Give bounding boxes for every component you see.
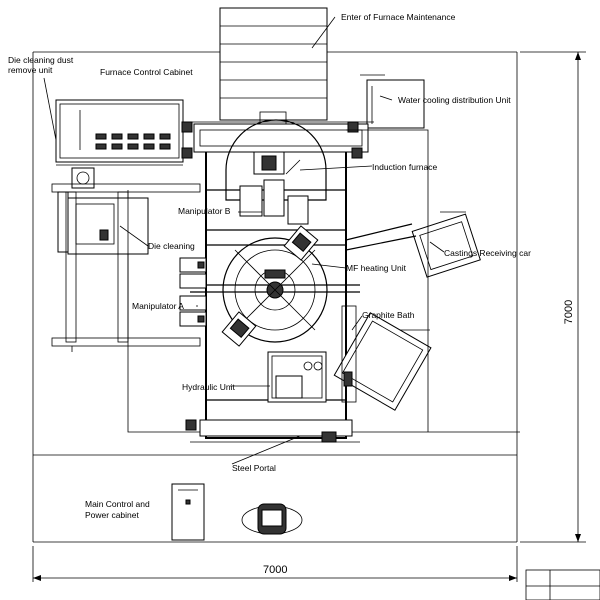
graphite-bath xyxy=(333,305,432,411)
label-induction-furnace: Induction furnace xyxy=(372,162,437,172)
central-frame xyxy=(181,111,374,443)
label-main-control-1: Main Control and xyxy=(85,499,150,509)
label-water-cooling: Water cooling distribution Unit xyxy=(398,95,511,105)
dimension-height-label: 7000 xyxy=(563,300,575,324)
title-block xyxy=(525,569,600,600)
die-cleaning-dust-unit xyxy=(51,167,201,352)
right-frame xyxy=(346,129,430,432)
label-furnace-control-cabinet: Furnace Control Cabinet xyxy=(100,67,193,77)
label-hydraulic-unit: Hydraulic Unit xyxy=(182,382,236,392)
label-manipulator-a: Manipulator A xyxy=(132,301,184,311)
hydraulic-unit xyxy=(267,351,327,403)
label-mf-heating-unit: MF heating Unit xyxy=(346,263,407,273)
label-die-cleaning-dust-2: remove unit xyxy=(8,65,53,75)
labels: Enter of Furnace Maintenance Die cleanin… xyxy=(8,12,531,520)
water-cooling-unit xyxy=(360,74,425,129)
manipulator-a xyxy=(179,257,207,327)
induction-furnace xyxy=(225,119,327,225)
bottom-device xyxy=(241,503,303,535)
maintenance-entrance xyxy=(219,7,328,121)
dimension-vertical xyxy=(520,51,586,543)
castings-receiving-car xyxy=(345,211,481,278)
label-castings-receiving-car: Castings Receiving car xyxy=(444,248,531,258)
furnace-control-cabinet xyxy=(55,99,184,166)
label-manipulator-b: Manipulator B xyxy=(178,206,231,216)
dimension-width-label: 7000 xyxy=(263,564,287,576)
label-die-cleaning: Die cleaning xyxy=(148,241,195,251)
label-enter-maintenance: Enter of Furnace Maintenance xyxy=(341,12,456,22)
dimension-horizontal xyxy=(32,546,518,582)
label-main-control-2: Power cabinet xyxy=(85,510,140,520)
label-steel-portal: Steel Portal xyxy=(232,463,276,473)
label-graphite-bath: Graphite Bath xyxy=(362,310,415,320)
mf-heating-unit xyxy=(221,225,328,347)
main-control-cabinet xyxy=(171,483,205,541)
leader-lines xyxy=(43,16,445,465)
label-die-cleaning-dust-1: Die cleaning dust xyxy=(8,55,74,65)
